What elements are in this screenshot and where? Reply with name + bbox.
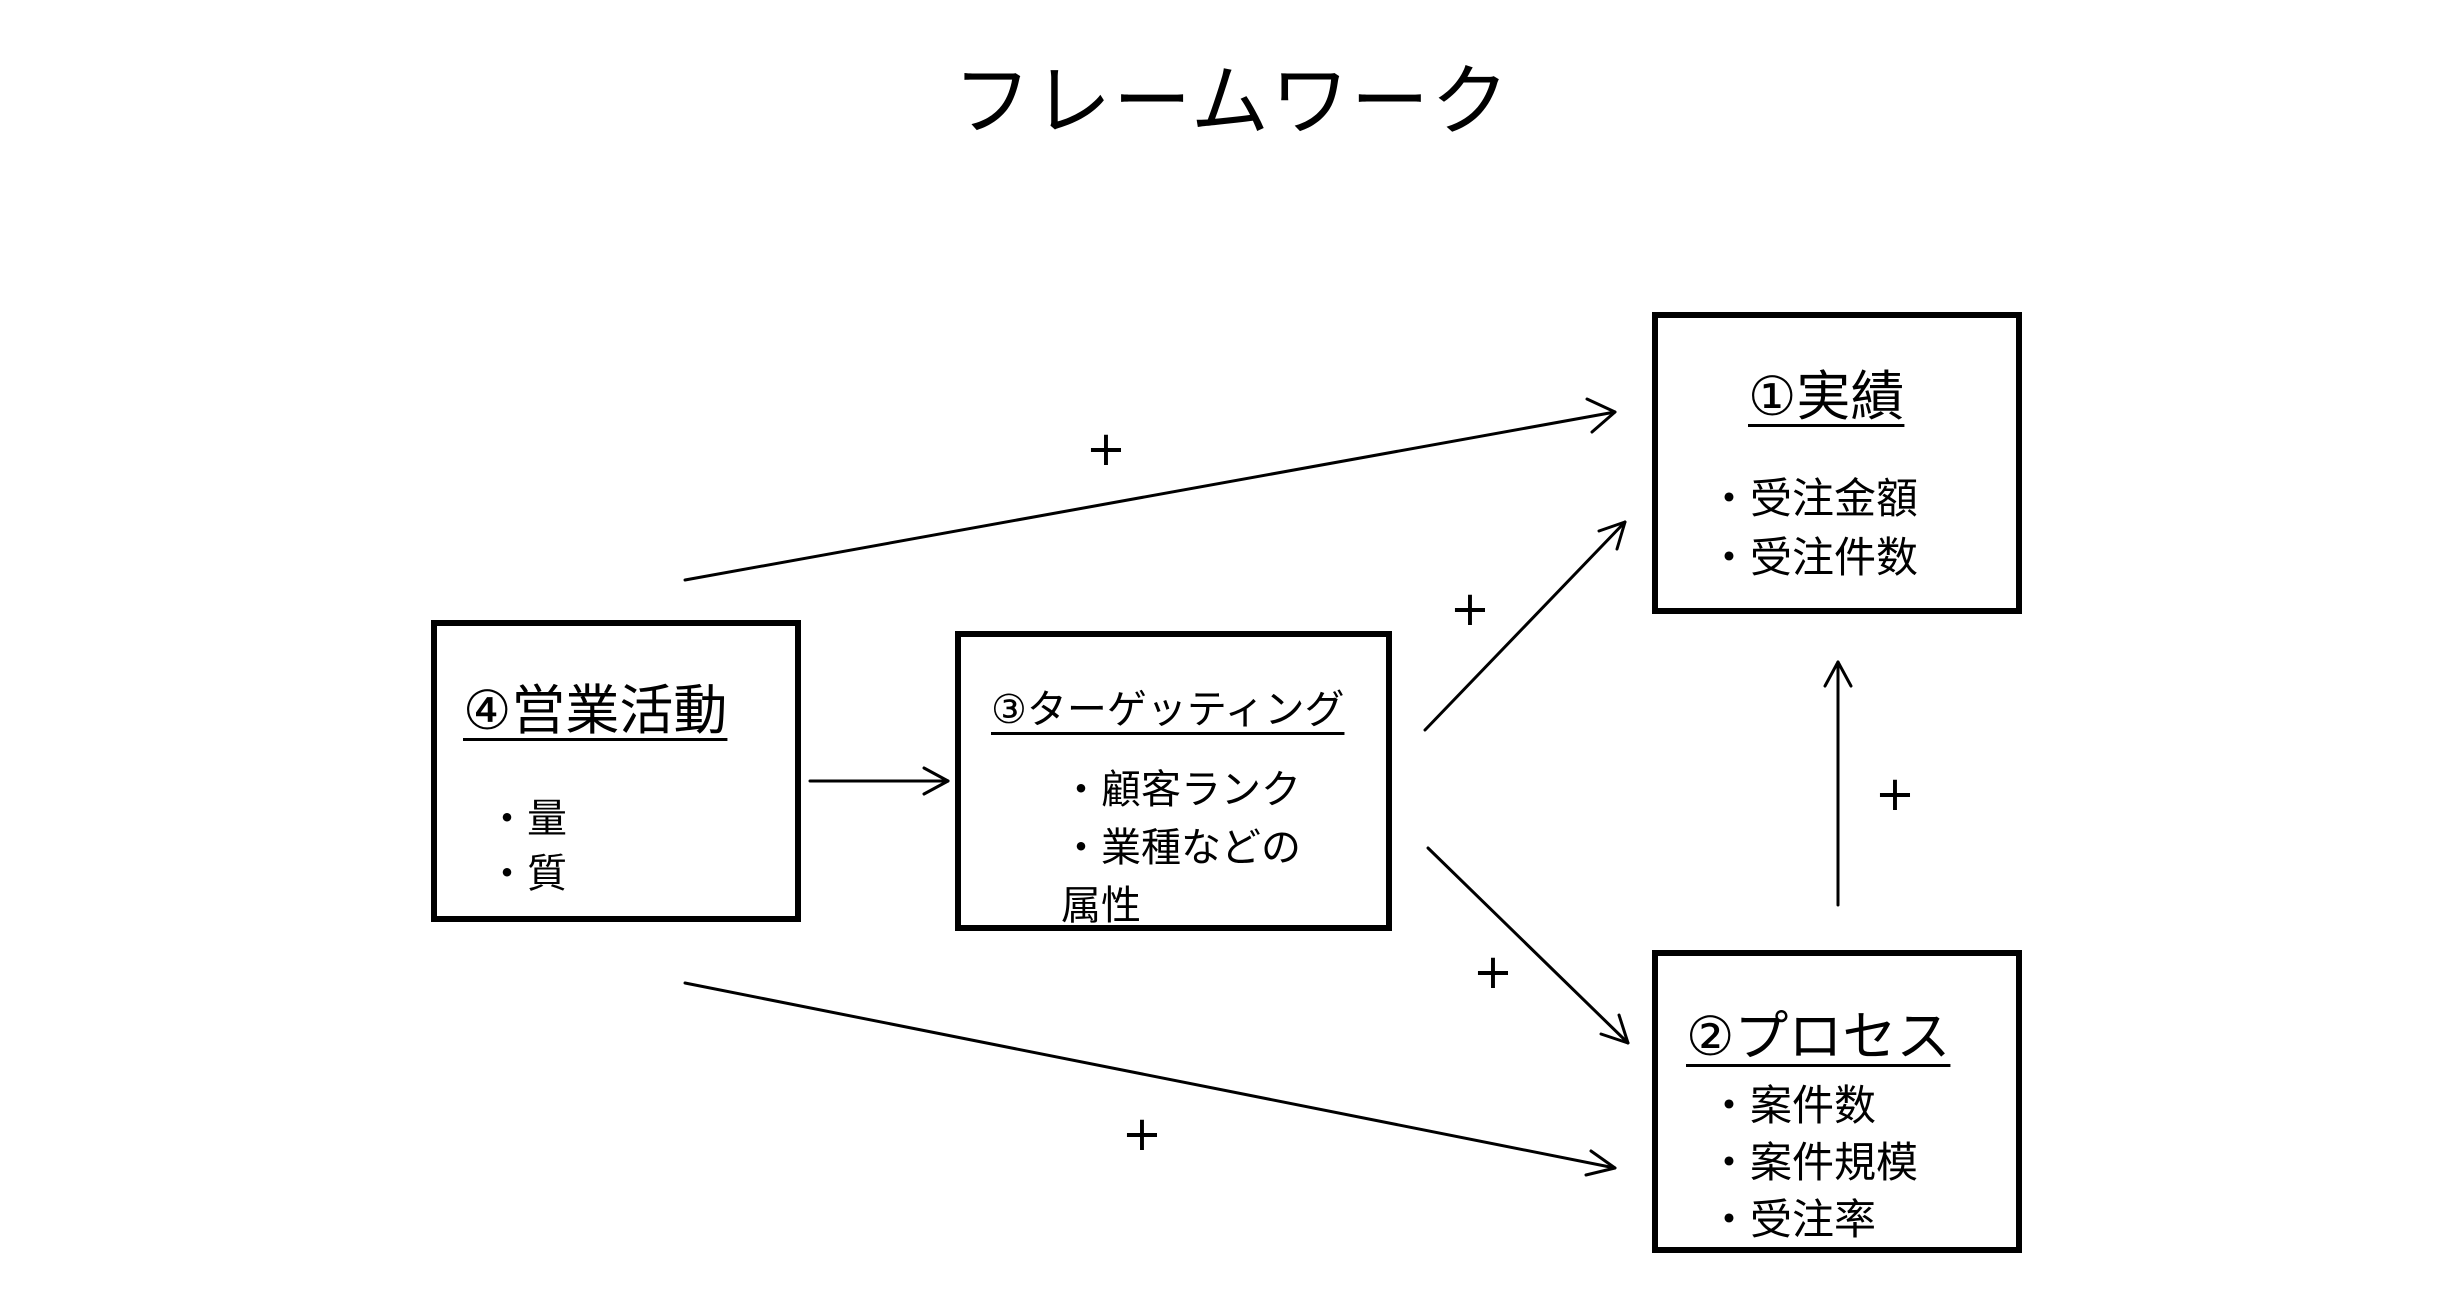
sales-activity-box: ④営業活動 ・量 ・質	[431, 620, 801, 922]
process-item: ・案件規模	[1708, 1138, 1919, 1187]
process-box: ②プロセス ・案件数 ・案件規模 ・受注率	[1652, 950, 2022, 1253]
results-item: ・受注件数	[1708, 533, 1919, 582]
sales-activity-item: ・質	[487, 851, 567, 897]
sales-activity-item: ・量	[487, 796, 567, 842]
results-item: ・受注金額	[1708, 474, 1919, 523]
plus-process-to-results: +	[1874, 766, 1916, 822]
arrow-targeting-to-process	[1426, 846, 1630, 1045]
arrow-sales-to-targeting	[808, 766, 950, 796]
targeting-item: ・業種などの	[1061, 825, 1301, 871]
process-item: ・受注率	[1708, 1195, 1877, 1244]
arrow-process-to-results	[1823, 660, 1853, 907]
targeting-item: ・顧客ランク	[1061, 767, 1301, 813]
plus-targeting-to-results: +	[1449, 581, 1491, 637]
results-title: ①実績	[1748, 365, 1905, 428]
results-box: ①実績 ・受注金額 ・受注件数	[1652, 312, 2022, 614]
plus-targeting-to-process: +	[1472, 944, 1514, 1000]
page-title: フレームワーク	[953, 57, 1511, 147]
arrow-sales-to-results	[683, 397, 1617, 582]
process-item: ・案件数	[1708, 1081, 1877, 1130]
arrow-sales-to-process	[683, 981, 1617, 1177]
arrow-targeting-to-results	[1423, 520, 1627, 732]
targeting-item: 属性	[1061, 883, 1141, 929]
targeting-box: ③ターゲッティング ・顧客ランク ・業種などの 属性	[955, 631, 1392, 931]
plus-sales-to-process: +	[1121, 1106, 1163, 1162]
sales-activity-title: ④営業活動	[463, 679, 728, 742]
plus-sales-to-results: +	[1085, 421, 1127, 477]
process-title: ②プロセス	[1686, 1005, 1951, 1068]
targeting-title: ③ターゲッティング	[991, 687, 1345, 733]
